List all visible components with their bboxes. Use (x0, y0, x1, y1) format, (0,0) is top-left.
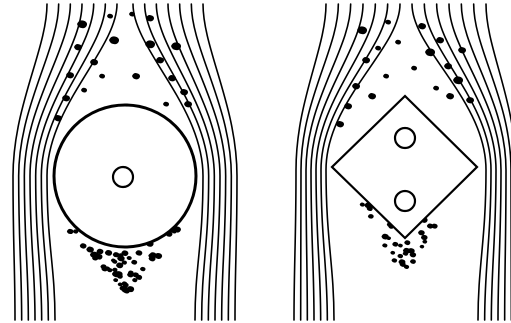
particle (466, 97, 474, 103)
particle (425, 48, 435, 56)
diamond-upper-marker (395, 128, 415, 148)
particle (392, 242, 398, 247)
particle (385, 20, 391, 25)
particle (418, 23, 426, 29)
particle (453, 76, 463, 84)
particle (411, 66, 417, 71)
particle (74, 44, 82, 50)
particle (368, 93, 376, 99)
circle-center-marker (113, 167, 133, 187)
particle (395, 40, 401, 45)
particle (81, 88, 87, 93)
particle (422, 240, 427, 244)
particle (99, 74, 105, 79)
particle (107, 14, 113, 19)
particle (398, 244, 403, 248)
particle (375, 46, 381, 51)
particle (80, 243, 87, 248)
panel-square-obstacle (294, 4, 511, 320)
particle (433, 86, 439, 91)
particle (86, 247, 94, 253)
particle (397, 254, 403, 258)
particle (444, 63, 452, 69)
particle (390, 251, 395, 255)
particle (163, 102, 169, 107)
particle (131, 260, 137, 265)
particle (109, 36, 119, 44)
particle (344, 103, 352, 109)
particle (111, 259, 116, 263)
particle (67, 229, 74, 234)
particle (171, 42, 181, 50)
particle (135, 250, 142, 255)
diamond-obstacle (332, 96, 477, 238)
panel-circle-obstacle (13, 4, 237, 320)
particle (113, 252, 120, 257)
particle (404, 240, 410, 245)
particle (458, 47, 466, 53)
particle (132, 73, 140, 79)
particle (410, 259, 416, 264)
particle (421, 235, 428, 240)
diamond-lower-marker (395, 191, 415, 211)
particle (382, 243, 387, 247)
particle (368, 214, 374, 219)
particle (391, 258, 397, 262)
particle (184, 101, 192, 107)
particle (418, 230, 425, 235)
particle (420, 245, 425, 249)
particle (360, 203, 365, 207)
particle (100, 264, 106, 269)
particle (113, 278, 118, 282)
particle (140, 267, 146, 271)
particle (145, 40, 155, 48)
particle (105, 250, 112, 256)
particle (383, 74, 389, 79)
particle (127, 256, 132, 260)
particle (446, 93, 454, 99)
